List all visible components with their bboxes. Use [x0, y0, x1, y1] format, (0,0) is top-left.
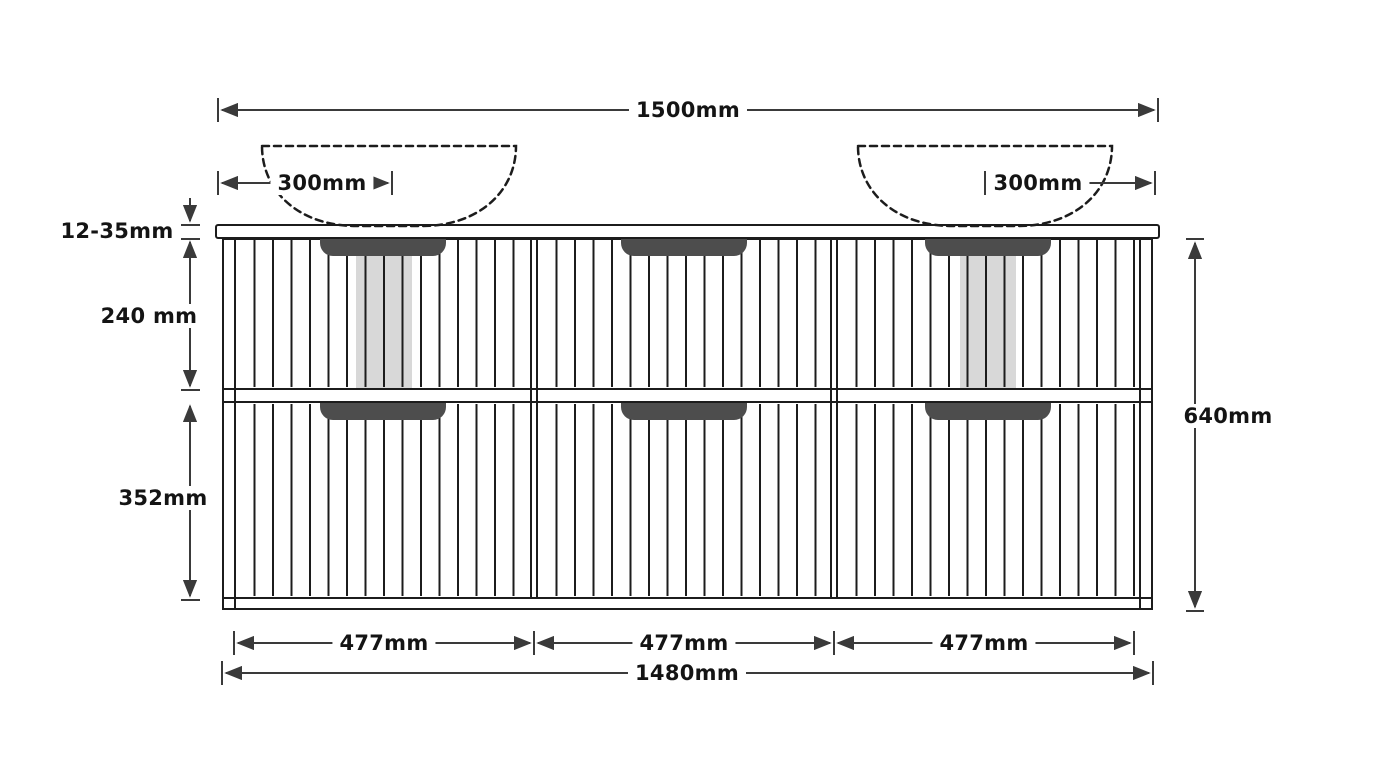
drawer-front-bottom-left	[237, 404, 529, 596]
drawer-handle-bottom-right	[925, 403, 1051, 420]
drawer-handle-bottom-left	[320, 403, 446, 420]
dim-label-total-height: 640mm	[1176, 404, 1280, 428]
drawer-front-top-middle	[539, 240, 829, 387]
drawer-front-top-right	[839, 240, 1138, 387]
dim-label-benchtop-thickness: 12-35mm	[53, 219, 181, 243]
dim-label-drawer-width-right: 477mm	[932, 631, 1036, 655]
drawer-front-top-left	[237, 240, 529, 387]
dim-label-drawer-width-left: 477mm	[332, 631, 436, 655]
dim-label-basin-offset-right: 300mm	[986, 171, 1090, 195]
drawer-front-bottom-right	[839, 404, 1138, 596]
drawer-handle-top-left	[320, 239, 446, 256]
dim-label-bottom-drawer-height: 352mm	[111, 486, 215, 510]
drawer-handle-bottom-middle	[621, 403, 747, 420]
dim-line-benchtop-thickness	[181, 198, 200, 240]
dim-label-top-drawer-height: 240 mm	[93, 304, 205, 328]
dim-label-carcass-width: 1480mm	[627, 661, 747, 685]
drawer-handle-top-middle	[621, 239, 747, 256]
dim-label-basin-offset-left: 300mm	[270, 171, 374, 195]
dim-label-drawer-width-middle: 477mm	[632, 631, 736, 655]
benchtop	[215, 224, 1160, 239]
drawer-front-bottom-middle	[539, 404, 829, 596]
drawer-handle-top-right	[925, 239, 1051, 256]
dim-label-total-width: 1500mm	[628, 98, 748, 122]
